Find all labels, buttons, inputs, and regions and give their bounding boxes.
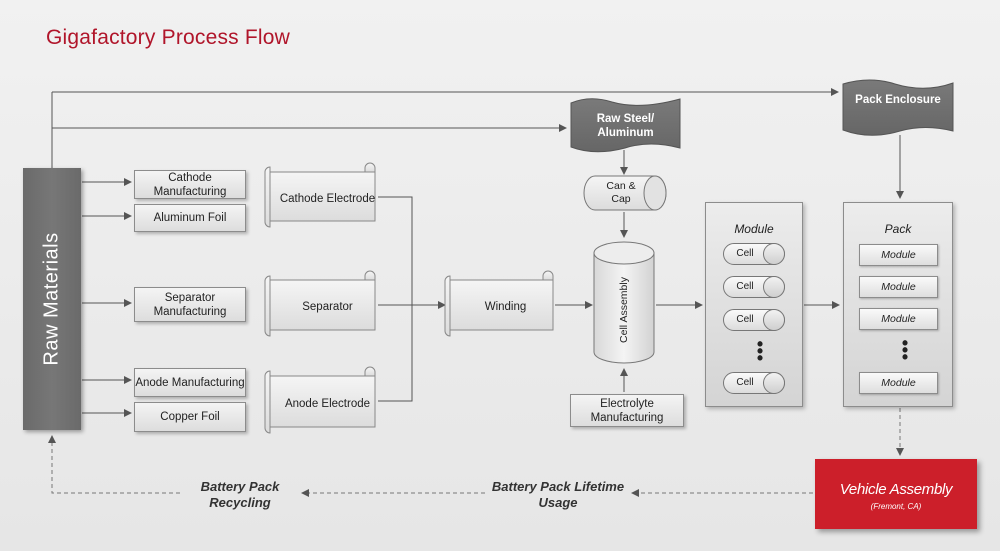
cell-4: Cell xyxy=(723,372,785,394)
pack-module-2: Module xyxy=(859,276,938,298)
vehicle-assembly-location: (Fremont, CA) xyxy=(870,502,922,511)
pack-module-4: Module xyxy=(859,372,938,394)
cell-1: Cell xyxy=(723,243,785,265)
vehicle-assembly-title: Vehicle Assembly xyxy=(839,481,953,498)
raw-materials-label: Raw Materials xyxy=(40,232,63,366)
pack-container: Pack Module Module Module ••• Module xyxy=(843,202,953,407)
anode-electrode-scroll xyxy=(264,366,376,434)
cathode-manufacturing-box: Cathode Manufacturing xyxy=(134,170,246,199)
page-title: Gigafactory Process Flow xyxy=(46,26,291,49)
winding-label: Winding xyxy=(484,301,527,313)
cathode-electrode: Cathode Electrode xyxy=(270,172,375,221)
separator-scroll xyxy=(264,270,376,337)
pack-enclosure-label: Pack Enclosure xyxy=(855,94,941,106)
raw-materials-bar xyxy=(23,168,81,430)
separator-manufacturing-box: Separator Manufacturing xyxy=(134,287,246,322)
pack-enclosure-shape xyxy=(842,79,954,136)
anode-electrode: Anode Electrode xyxy=(270,376,375,427)
cell-label: Cell xyxy=(736,377,754,388)
cell-2: Cell xyxy=(723,276,785,298)
anode-electrode-label: Anode Electrode xyxy=(284,397,371,410)
cell-end-cap xyxy=(763,372,785,394)
cell-label: Cell xyxy=(736,248,754,259)
lifetime-usage-label: Battery Pack Lifetime Usage xyxy=(491,479,625,510)
module-title: Module xyxy=(734,222,774,236)
cell-3: Cell xyxy=(723,309,785,331)
raw-steel-shape xyxy=(570,98,681,153)
can-cap-label: Can & Cap xyxy=(606,180,636,205)
cell-end-cap xyxy=(763,243,785,265)
raw-steel-label: Raw Steel/ Aluminum xyxy=(596,113,655,139)
copper-foil-box: Copper Foil xyxy=(134,402,246,432)
cell-assembly-label: Cell Assembly xyxy=(618,277,630,343)
module-container: Module Cell Cell Cell ••• Cell xyxy=(705,202,803,407)
pack-module-1: Module xyxy=(859,244,938,266)
cell-label: Cell xyxy=(736,281,754,292)
can-cap-cylinder xyxy=(583,175,667,211)
electrolyte-manufacturing-box: Electrolyte Manufacturing xyxy=(570,394,684,427)
cell-label: Cell xyxy=(736,314,754,325)
vehicle-assembly-box: Vehicle Assembly (Fremont, CA) xyxy=(815,459,977,529)
cell-assembly-cylinder xyxy=(593,241,655,364)
separator-label: Separator xyxy=(302,301,353,313)
winding-scroll xyxy=(444,270,554,337)
aluminum-foil-box: Aluminum Foil xyxy=(134,204,246,232)
cell-end-cap xyxy=(763,276,785,298)
separator: Separator xyxy=(270,280,375,330)
cathode-electrode-scroll xyxy=(264,162,376,228)
anode-manufacturing-box: Anode Manufacturing xyxy=(134,368,246,397)
recycling-label: Battery Pack Recycling xyxy=(200,479,280,510)
ellipsis-dots: ••• xyxy=(756,334,764,368)
pack-title: Pack xyxy=(884,222,912,236)
cell-end-cap xyxy=(763,309,785,331)
cathode-electrode-label: Cathode Electrode xyxy=(279,192,376,205)
pack-module-3: Module xyxy=(859,308,938,330)
ellipsis-dots: ••• xyxy=(901,333,909,367)
winding: Winding xyxy=(448,280,553,330)
